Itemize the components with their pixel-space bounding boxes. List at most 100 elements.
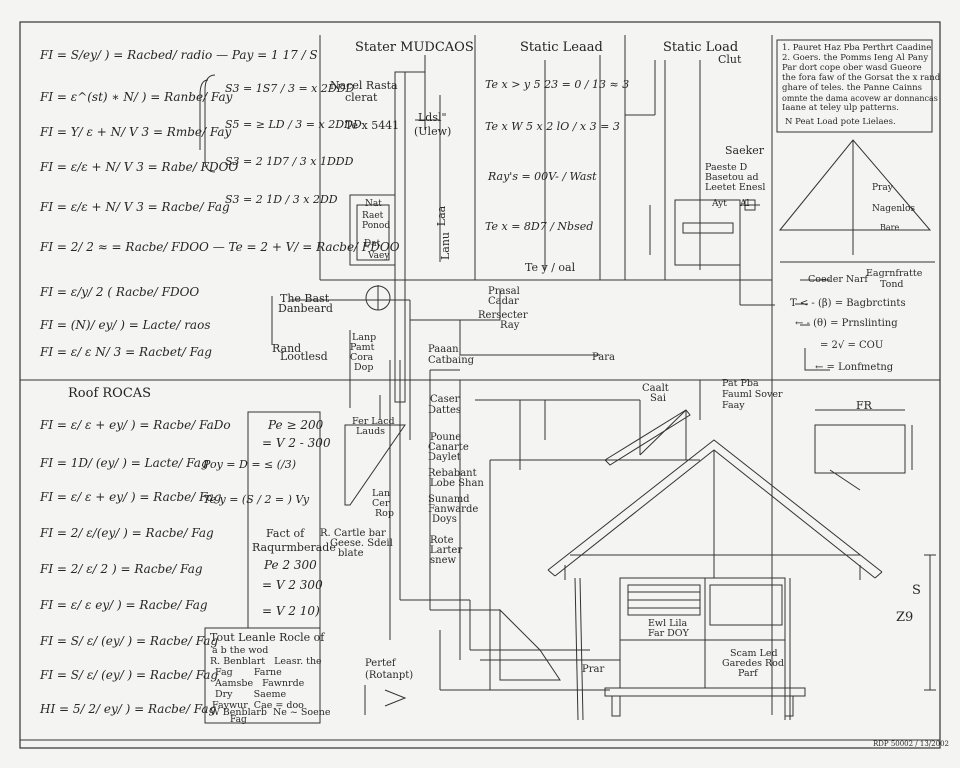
mid-label: Rop <box>375 508 394 519</box>
note-line: 1. Pauret Haz Pba Perthrt Caadine <box>782 43 932 53</box>
triangle-label: Bare <box>880 223 900 232</box>
house-label: Ewl Lila <box>648 618 688 629</box>
panel-c-label: Leetet Enesl <box>705 182 766 193</box>
roof-equation: FI = ε/ ε ey/ ) = Racbe/ Fag <box>40 598 208 612</box>
mid-label: Paaan <box>428 344 459 355</box>
mid-label: Sunamd <box>428 494 470 505</box>
panel-c-label: Ayt <box>712 199 727 209</box>
roof-box-line: Pe 2 300 <box>264 558 317 572</box>
left-equation: FI = (N)/ ey/ ) = Lacte/ raos <box>40 318 211 332</box>
roof-equation: FI = S/ ε/ (ey/ ) = Racbe/ Fag <box>40 668 219 682</box>
mid-label: Larter <box>430 545 463 556</box>
roof-box-line: = V 2 - 300 <box>262 436 331 450</box>
panel-a-label: (Ulew) <box>414 125 452 138</box>
footer-label: RDP 50002 / 13/2002 <box>873 740 949 748</box>
panel-c-label: Saeker <box>725 144 765 157</box>
right-label: Tond <box>880 279 904 290</box>
mid-label: Danbeard <box>278 302 333 315</box>
lower-box-title: Tout Leanle Rocle of <box>210 631 325 644</box>
note-line: ghare of teles. the Panne Cainns <box>782 83 923 93</box>
bracket-value: S3 = 2 1D / 3 x 2DD <box>225 193 338 206</box>
mid-label: The Bast <box>280 292 330 305</box>
right-label: T < - (β) = Bagbrctints <box>790 298 906 309</box>
mid-label: Rebabant <box>428 468 477 479</box>
roof-equation: FI = 1D/ (ey/ ) = Lacte/ Fag <box>40 456 209 470</box>
note-line: 2. Goers. the Pomms Ieng Al Pany <box>782 53 929 63</box>
panel-a-label: Nacel Rasta <box>330 79 398 92</box>
bracket-value: S3 = 2 1D7 / 3 x 1DDD <box>225 155 354 168</box>
right-label: Eagrnfratte <box>866 268 923 279</box>
roof-box-line: = V 2 300 <box>262 578 323 592</box>
house-label: Far DOY <box>648 628 689 639</box>
mid-label: Cadar <box>488 296 519 307</box>
mid-label: Lootlesd <box>280 350 328 363</box>
panel-a-label: Ponod <box>362 221 391 231</box>
lower-box-line: Fag Farne <box>215 667 282 678</box>
left-equation: FI = S/ey/ ) = Racbed/ radio — Pay = 1 1… <box>40 48 318 62</box>
mid-label: Pamt <box>350 342 375 353</box>
roof-box-line: Raqurmberade <box>252 541 336 554</box>
house-label: Parf <box>738 668 758 679</box>
mid-label: Fanwarde <box>428 504 479 515</box>
left-equation: FI = ε/y/ 2 ( Racbe/ FDOO <box>40 285 200 299</box>
triangle-label: Pray <box>872 183 893 193</box>
mid-label: Ray <box>500 320 520 331</box>
panel-a-label: Vaey <box>368 251 390 261</box>
mid-label: Rersecter <box>478 310 528 321</box>
mid-label: Fauml Sover <box>722 389 783 400</box>
lower-box-line: Dry Saeme <box>215 689 287 700</box>
mid-label: Rote <box>430 535 454 546</box>
left-equation: FI = ε^(st) ∗ N/ ) = Ranbe/ Fay <box>40 90 233 104</box>
panel-a-label: Dat <box>364 239 381 249</box>
mid-label: Poune <box>430 432 462 443</box>
panel-b-label: Te x > y 5 23 = 0 / 13 ≈ 3 <box>485 78 630 91</box>
roof-box-line: = V 2 10) <box>262 604 320 618</box>
mid-label: Para <box>592 352 615 363</box>
mid-label: blate <box>338 548 364 559</box>
left-equation: FI = 2/ 2 ≈ = Racbe/ FDOO — Te = 2 + V/ … <box>40 240 400 254</box>
lower-box-line: Faywur Cae = doo <box>212 700 304 711</box>
mid-label: Cer <box>372 498 390 509</box>
mid-label: Pertef <box>365 658 396 669</box>
panel-b-label: Ray's = 00V- / Wast <box>488 170 597 183</box>
panel-c-label: Al <box>740 199 750 209</box>
panel-a-label: Nat <box>365 199 382 209</box>
roof-box-line: Pe ≥ 200 <box>268 418 324 432</box>
dimension-label: FR <box>856 399 872 412</box>
panel-c-label: Basetou ad <box>705 172 759 183</box>
house-label: Garedes Rod <box>722 658 784 669</box>
roof-mid-equation: Te y = (S / 2 = ) Vy <box>203 493 310 506</box>
mid-label: Lobe Shan <box>430 478 484 489</box>
lower-box-line: R. Benblart Leasr. the <box>210 656 322 667</box>
panel-c-label: Clut <box>718 53 742 66</box>
mid-label: Lanp <box>352 332 377 343</box>
mid-label: Caalt <box>642 383 669 394</box>
roof-equation: HI = 5/ 2/ ey/ ) = Racbe/ Fag <box>40 702 217 716</box>
panel-b-label: Te x = 8D7 / Nbsed <box>485 220 594 233</box>
bracket-value: S3 = 1S7 / 3 = x 2DDD <box>225 82 355 95</box>
roof-title: Roof ROCAS <box>68 386 152 401</box>
panel-a-label: Ldsl" <box>418 111 447 124</box>
left-equation: FI = Y/ ε + N/ V 3 = Rmbe/ Fay <box>40 125 232 139</box>
mid-label: Prar <box>582 664 605 675</box>
panel-a-label: Lanu <box>439 231 453 261</box>
lower-box-line: a b the wod <box>212 645 269 656</box>
panel-b-label: Te x W 5 x 2 lO / x 3 = 3 <box>485 120 620 133</box>
left-equation: FI = ε/ ε N/ 3 = Racbet/ Fag <box>40 345 212 359</box>
right-label: ← = Lonfmetng <box>815 362 894 373</box>
lower-box-line: Aamsbe Fawnrde <box>215 678 305 689</box>
panel-b-label: Te y / oal <box>525 261 576 274</box>
panel-c-label: Paeste D <box>705 162 748 173</box>
mid-label: Caser <box>430 394 460 405</box>
roof-mid-equation: Poy = D = ≤ (/3) <box>203 458 297 471</box>
mid-label: Dattes <box>428 405 462 416</box>
mid-label: snew <box>430 555 457 566</box>
mid-label: Lan <box>372 488 391 499</box>
panel-a-label: Raet <box>362 211 384 221</box>
panel-a-label: Laa <box>435 205 449 227</box>
roof-box-line: Fact of <box>266 527 305 540</box>
mid-label: (Rotanpt) <box>365 670 414 681</box>
bracket-value: S5 = ≥ LD / 3 = x 2DDD <box>225 118 362 131</box>
